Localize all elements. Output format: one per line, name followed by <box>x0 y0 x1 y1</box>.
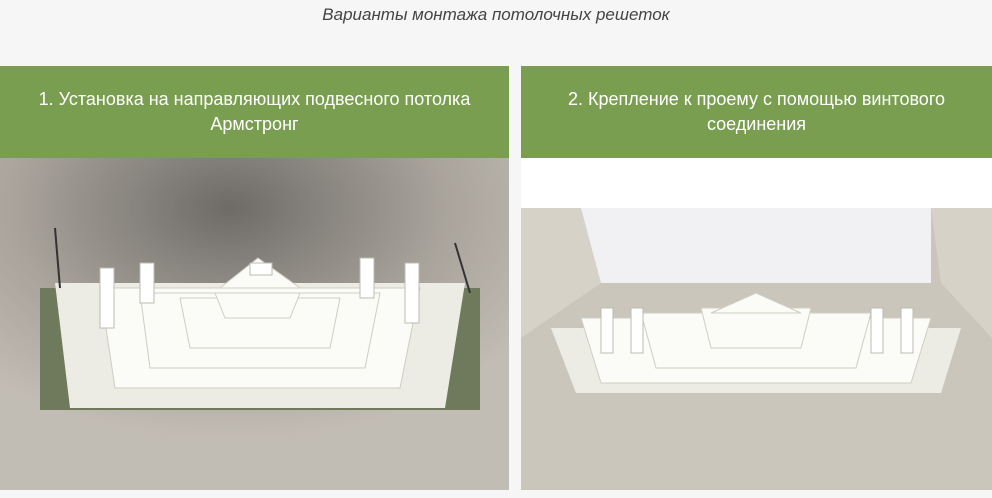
screw-mount-render <box>521 158 992 490</box>
page-title: Варианты монтажа потолочных решеток <box>322 5 670 24</box>
armstrong-mount-render <box>0 158 509 490</box>
option-screw-panel: 2. Крепление к проему с помощью винтовог… <box>521 66 992 490</box>
option-armstrong-panel: 1. Установка на направляющих подвесного … <box>0 66 509 490</box>
option-2-title: 2. Крепление к проему с помощью винтовог… <box>521 66 992 158</box>
option-1-title: 1. Установка на направляющих подвесного … <box>0 66 509 158</box>
